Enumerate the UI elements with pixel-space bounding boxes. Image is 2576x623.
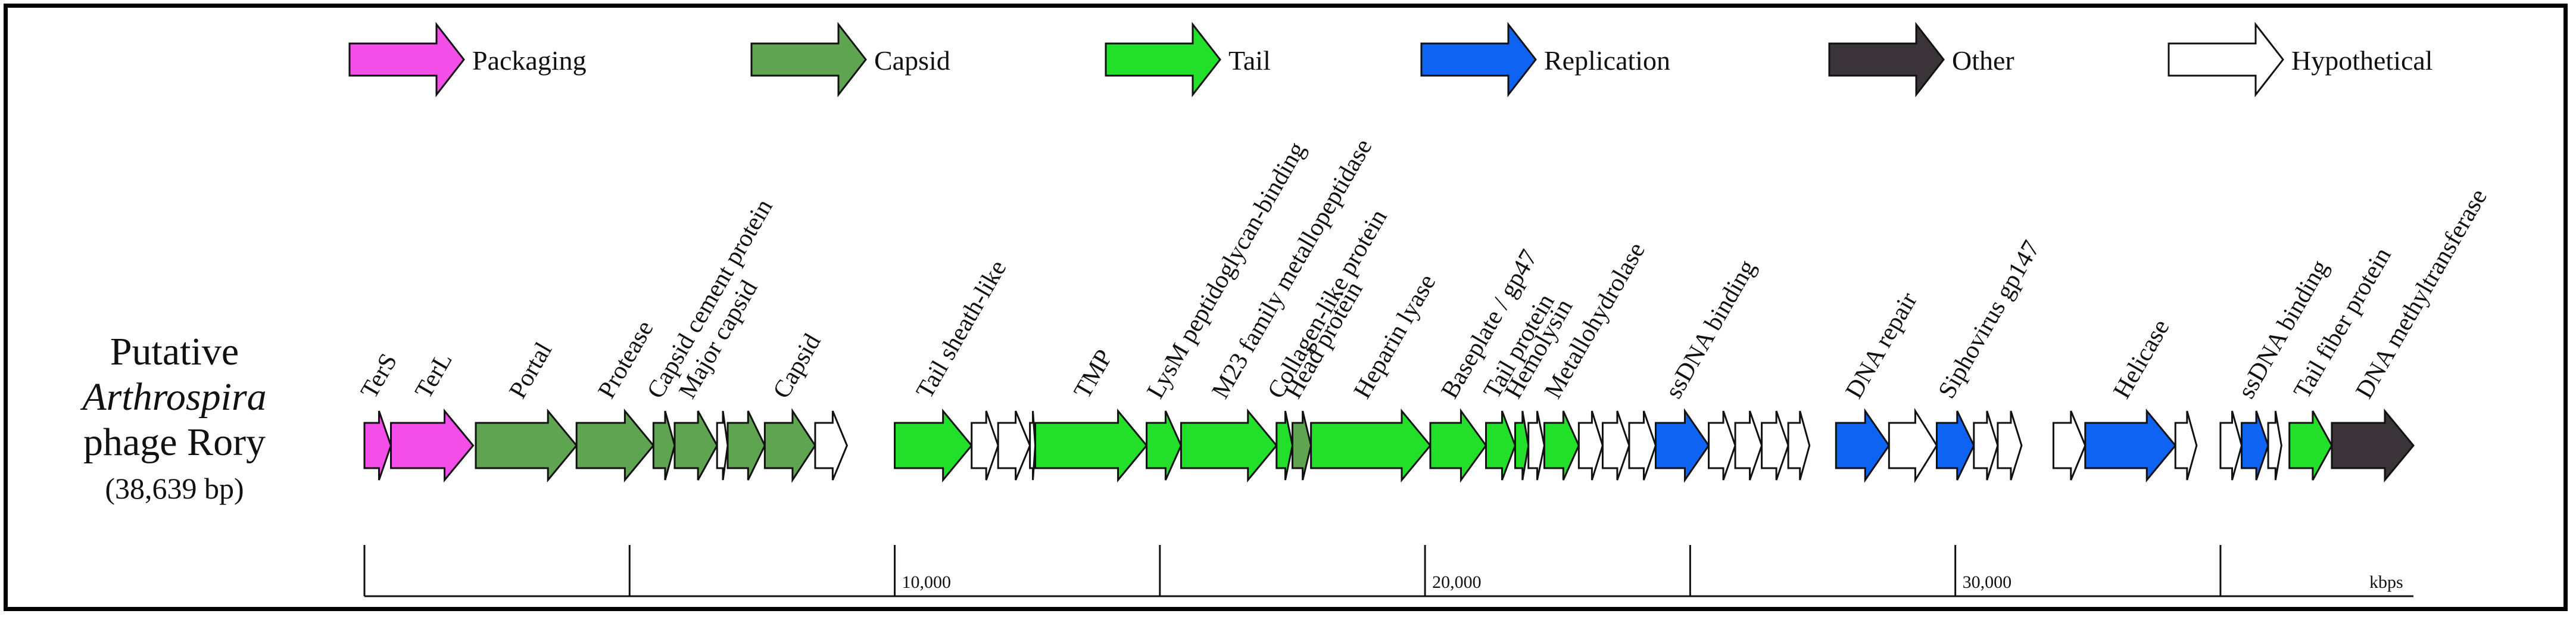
phage-title-block: Putative Arthrospira phage Rory (38,639 …: [49, 329, 300, 509]
gene-arrow: [1034, 408, 1148, 483]
gene-arrows: [363, 407, 2415, 484]
gene-arrow: [2331, 408, 2415, 483]
gene-arrow: [2267, 410, 2282, 481]
legend-arrow-icon: [1105, 21, 1221, 98]
genome-size: (38,639 bp): [105, 472, 244, 505]
phage-title-genus: Arthrospira: [82, 375, 267, 419]
gene-arrow: [894, 408, 973, 483]
gene-arrow: [997, 410, 1031, 481]
gene-arrow: [1514, 410, 1530, 481]
legend-label: Hypothetical: [2291, 45, 2433, 76]
gene-label: Siphovirus gp147: [1933, 236, 2045, 403]
gene-arrow: [971, 410, 999, 481]
gene-arrow: [814, 410, 849, 481]
gene-arrow: [1761, 410, 1789, 481]
gene-arrow: [1708, 410, 1736, 481]
legend-arrow-icon: [348, 21, 465, 98]
gene-arrow: [1485, 410, 1517, 481]
gene-arrow: [363, 410, 392, 481]
gene-arrow: [1997, 410, 2023, 481]
legend-arrow-icon: [750, 21, 867, 98]
gene-arrow: [1935, 410, 1975, 481]
gene-arrow: [673, 410, 718, 481]
gene-label: Capsid: [768, 329, 826, 403]
legend-arrow-icon: [1420, 21, 1537, 98]
gene-arrow: [1180, 408, 1278, 483]
gene-label: TerL: [410, 348, 457, 403]
gene-arrow: [475, 408, 578, 483]
gene-arrow: [2241, 410, 2269, 481]
gene-arrow: [1029, 410, 1037, 481]
gene-arrow: [1888, 407, 1938, 484]
gene-arrow: [1543, 410, 1580, 481]
legend-arrow-icon: [1828, 21, 1945, 98]
gene-arrow: [2084, 408, 2177, 483]
gene-label: ssDNA binding: [1660, 256, 1761, 403]
gene-arrow: [763, 407, 816, 484]
gene-arrow: [1835, 408, 1891, 483]
gene-arrow: [1628, 410, 1657, 481]
gene-label: Portal: [504, 338, 557, 403]
gene-arrow: [1291, 410, 1312, 481]
gene-arrow: [390, 408, 475, 483]
gene-arrow: [1973, 410, 1999, 481]
gene-arrow: [1601, 410, 1630, 481]
legend-label: Packaging: [472, 45, 587, 76]
phage-title-line3: phage Rory: [83, 420, 266, 464]
axis-tick-label: 10,000: [902, 572, 952, 592]
legend-label: Replication: [1544, 45, 1671, 76]
gene-label: Helicase: [2108, 315, 2175, 403]
scale-axis: 10,000 20,000 30,000 kbps: [363, 545, 2413, 597]
gene-arrow: [716, 410, 729, 481]
axis-unit-label: kbps: [2369, 572, 2403, 592]
legend-label: Other: [1952, 45, 2014, 76]
gene-arrow: [1787, 410, 1811, 481]
phage-title-line1: Putative: [110, 330, 239, 373]
gene-arrow: [1310, 408, 1432, 483]
gene-arrow: [2052, 410, 2087, 481]
gene-arrow: [1654, 408, 1710, 483]
gene-arrow: [1527, 410, 1546, 481]
gene-label: Tail sheath-like: [911, 256, 1012, 403]
gene-arrow: [1734, 410, 1763, 481]
gene-arrow: [726, 410, 766, 481]
legend-arrow-icon: [2168, 21, 2284, 98]
gene-arrow: [1146, 410, 1183, 481]
gene-arrow: [652, 410, 676, 481]
gene-arrow: [2288, 410, 2333, 481]
gene-label: TerS: [355, 349, 403, 403]
gene-arrow: [575, 408, 655, 483]
axis-tick-label: 20,000: [1432, 572, 1482, 592]
gene-label: DNA repair: [1841, 288, 1923, 403]
gene-arrow: [1275, 410, 1293, 481]
gene-arrow: [2174, 410, 2198, 481]
legend-label: Tail: [1228, 45, 1271, 76]
gene-arrow: [1577, 410, 1604, 481]
gene-label: TMP: [1069, 345, 1118, 403]
gene-arrow: [1429, 408, 1487, 483]
legend: Packaging Capsid Tail Replication Other Hypot…: [8, 8, 2572, 127]
legend-label: Capsid: [874, 45, 950, 76]
axis-tick-label: 30,000: [1963, 572, 2012, 592]
gene-arrow: [2219, 410, 2243, 481]
